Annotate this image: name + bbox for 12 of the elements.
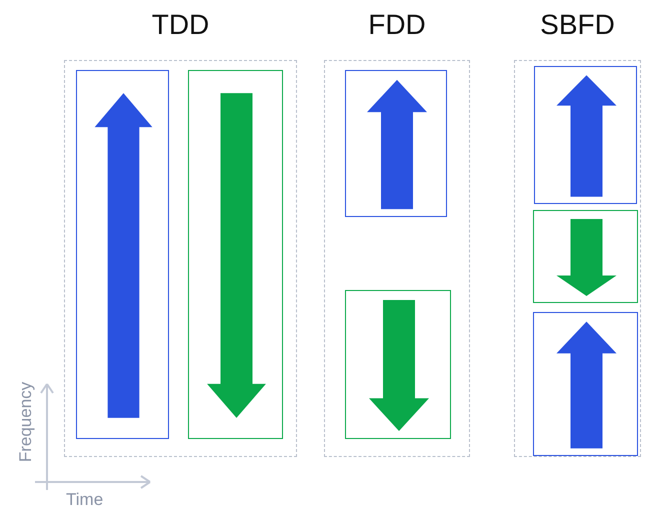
axis-label: Frequency (16, 382, 36, 462)
band-box (345, 290, 451, 439)
axis-label: Time (66, 490, 104, 510)
band-box (76, 70, 169, 439)
band-box (533, 210, 638, 303)
group-title: SBFD (539, 9, 616, 41)
band-box (533, 312, 638, 456)
group-title: TDD (150, 9, 210, 41)
band-box (188, 70, 283, 439)
group-title: FDD (367, 9, 427, 41)
band-box (534, 66, 637, 204)
band-box (345, 70, 447, 217)
